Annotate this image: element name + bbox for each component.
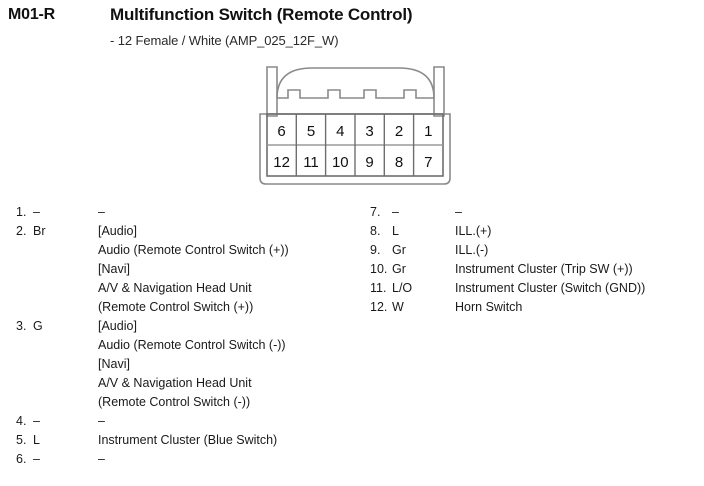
pin-description-continuation: (Remote Control Switch (-)) [16,393,356,412]
pin-row: 5. L Instrument Cluster (Blue Switch) [16,431,356,450]
pin-wire-color: L [33,433,40,447]
pin-description: Horn Switch [455,300,523,314]
pin-wire-color: W [392,300,404,314]
pin-description-line: A/V & Navigation Head Unit [98,281,252,295]
pin-row: 2. Br [Audio] [16,222,356,241]
page-subtitle: - 12 Female / White (AMP_025_12F_W) [110,33,339,48]
pin-description: Instrument Cluster (Trip SW (+)) [455,262,633,276]
pin-row: 3. G [Audio] [16,317,356,336]
pin-cell-9: 9 [365,154,373,171]
pin-cell-2: 2 [395,123,403,140]
pin-number: 10. [370,262,388,276]
pin-wire-color: – [33,414,40,428]
pin-cell-8: 8 [395,154,403,171]
pin-row: 10. Gr Instrument Cluster (Trip SW (+)) [370,260,700,279]
pin-description-continuation: [Navi] [16,355,356,374]
pin-row: 6.–– [16,450,356,469]
pin-wire-color: Gr [392,262,406,276]
pin-row: 7.–– [370,203,700,222]
pin-row: 11. L/O Instrument Cluster (Switch (GND)) [370,279,700,298]
pin-description-line: Audio (Remote Control Switch (+)) [98,243,289,257]
pin-list-left: 1.––2.Br[Audio]Audio (Remote Control Swi… [16,203,356,469]
pin-number: 6. [16,452,27,466]
pin-cell-4: 4 [336,123,344,140]
pin-description: Instrument Cluster (Switch (GND)) [455,281,646,295]
pin-description: [Audio] [98,224,137,238]
pin-description: – [455,205,462,219]
pin-cell-3: 3 [365,123,373,140]
pin-row: 9. Gr ILL.(-) [370,241,700,260]
pin-wire-color: – [33,205,40,219]
pin-number: 7. [370,205,381,219]
pin-row: 8. L ILL.(+) [370,222,700,241]
pin-cell-7: 7 [424,154,432,171]
pin-description-continuation: [Navi] [16,260,356,279]
pin-description-line: (Remote Control Switch (+)) [98,300,254,314]
pin-description-line: A/V & Navigation Head Unit [98,376,252,390]
page-title-code: M01-R [8,6,56,23]
pin-number: 8. [370,224,381,238]
pin-wire-color: Br [33,224,46,238]
pin-wire-color: G [33,319,43,333]
pin-description: – [98,414,105,428]
pin-description-line: Audio (Remote Control Switch (-)) [98,338,286,352]
pin-number: 1. [16,205,27,219]
pin-number: 9. [370,243,381,257]
pin-description-line: (Remote Control Switch (-)) [98,395,251,409]
pin-wire-color: – [33,452,40,466]
pin-cell-5: 5 [307,123,315,140]
pin-number: 4. [16,414,27,428]
pin-description-continuation: A/V & Navigation Head Unit [16,374,356,393]
pin-cell-10: 10 [332,154,349,171]
pin-cell-12: 12 [273,154,290,171]
pin-description-line: [Navi] [98,357,130,371]
pin-description-continuation: Audio (Remote Control Switch (-)) [16,336,356,355]
pin-wire-color: L/O [392,281,413,295]
pin-number: 5. [16,433,27,447]
pin-description-continuation: Audio (Remote Control Switch (+)) [16,241,356,260]
pin-description: ILL.(+) [455,224,492,238]
pin-row: 1.–– [16,203,356,222]
pin-row: 12. W Horn Switch [370,298,700,317]
pin-description-line: [Navi] [98,262,130,276]
pin-number: 2. [16,224,27,238]
pin-description: ILL.(-) [455,243,489,257]
pin-cell-6: 6 [277,123,285,140]
pin-description: [Audio] [98,319,137,333]
pin-description: Instrument Cluster (Blue Switch) [98,433,278,447]
pin-number: 3. [16,319,27,333]
pin-wire-color: – [392,205,399,219]
pin-description-continuation: A/V & Navigation Head Unit [16,279,356,298]
pin-description-continuation: (Remote Control Switch (+)) [16,298,356,317]
pin-description: – [98,205,105,219]
page-title: Multifunction Switch (Remote Control) [110,5,413,24]
pin-row: 4.–– [16,412,356,431]
pin-number: 12. [370,300,388,314]
pin-wire-color: Gr [392,243,406,257]
pin-cell-1: 1 [424,123,432,140]
pin-number: 11. [370,281,387,295]
pin-description: – [98,452,105,466]
connector-diagram: 6 5 4 3 2 1 12 11 10 9 8 7 [252,60,458,188]
pin-wire-color: L [392,224,399,238]
pin-cell-11: 11 [303,154,319,171]
